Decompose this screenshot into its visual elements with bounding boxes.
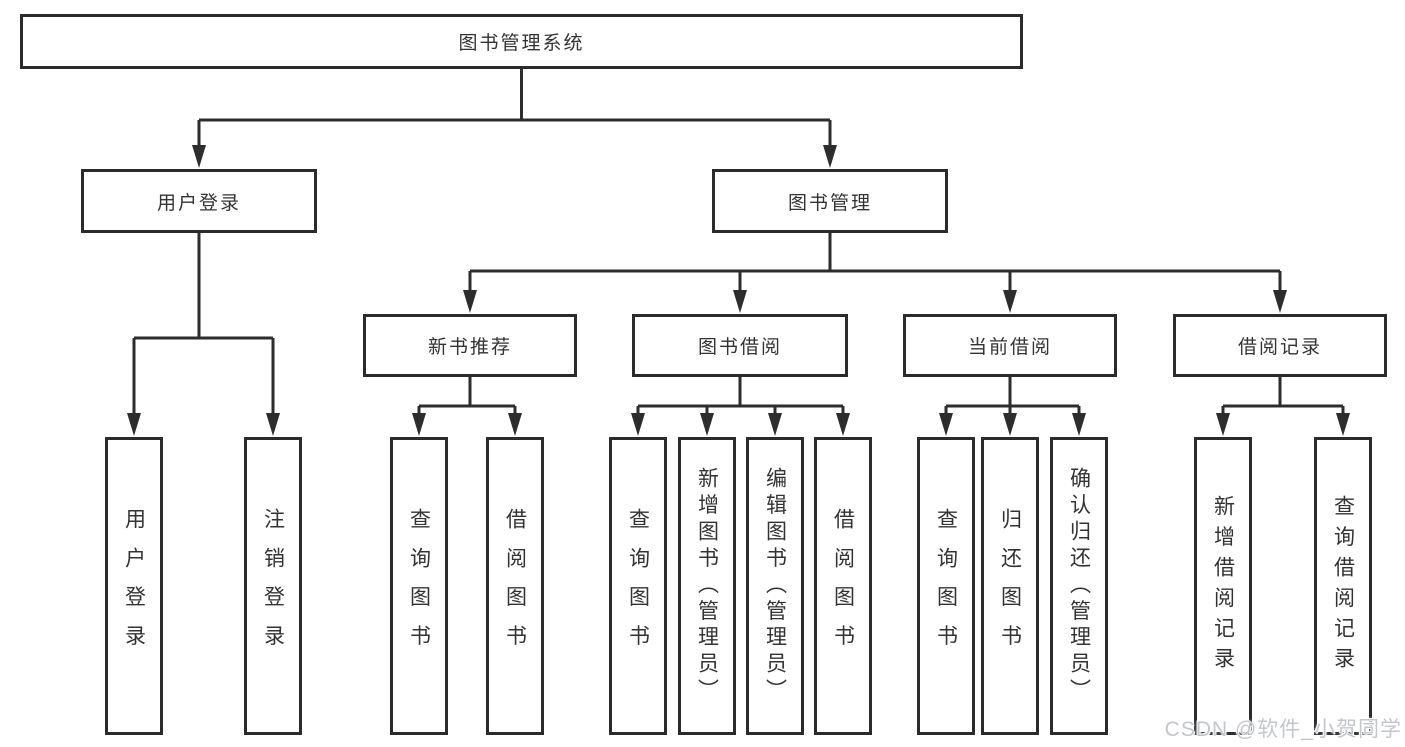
leaf-borrow-books: 借阅图书 [814,437,872,735]
leaf-user-login: 用户登录 [105,437,163,735]
connector-new-book-children [412,377,522,436]
node-new-book-recommend: 新书推荐 [363,314,577,377]
node-borrow-records: 借阅记录 [1173,314,1387,377]
leaf-confirm-return-admin: 确认归还（管理员） [1050,437,1108,735]
leaf-query-borrow-record: 查询借阅记录 [1314,437,1372,735]
node-book-management: 图书管理 [712,169,948,233]
node-user-login: 用户登录 [81,169,317,233]
connector-user-login-children [127,233,280,436]
leaf-add-borrow-record: 新增借阅记录 [1194,437,1252,735]
node-book-borrow: 图书借阅 [632,314,848,377]
leaf-logout: 注销登录 [244,437,302,735]
node-root: 图书管理系统 [20,14,1023,69]
leaf-add-book-admin: 新增图书（管理员） [678,437,736,735]
connector-book-mgmt-to-level3 [463,233,1287,313]
connector-root-to-level2 [192,69,837,168]
node-current-borrow: 当前借阅 [903,314,1117,377]
connector-current-children [939,377,1086,436]
leaf-query-books-current: 查询图书 [917,437,975,735]
leaf-edit-book-admin: 编辑图书（管理员） [746,437,804,735]
leaf-query-books-recommend: 查询图书 [390,437,448,735]
leaf-query-books-borrow: 查询图书 [609,437,667,735]
leaf-return-books: 归还图书 [981,437,1039,735]
leaf-borrow-books-recommend: 借阅图书 [486,437,544,735]
connector-borrow-children [631,377,850,436]
watermark: CSDN @软件_小贺同学 [1164,718,1402,741]
connector-records-children [1216,377,1350,436]
